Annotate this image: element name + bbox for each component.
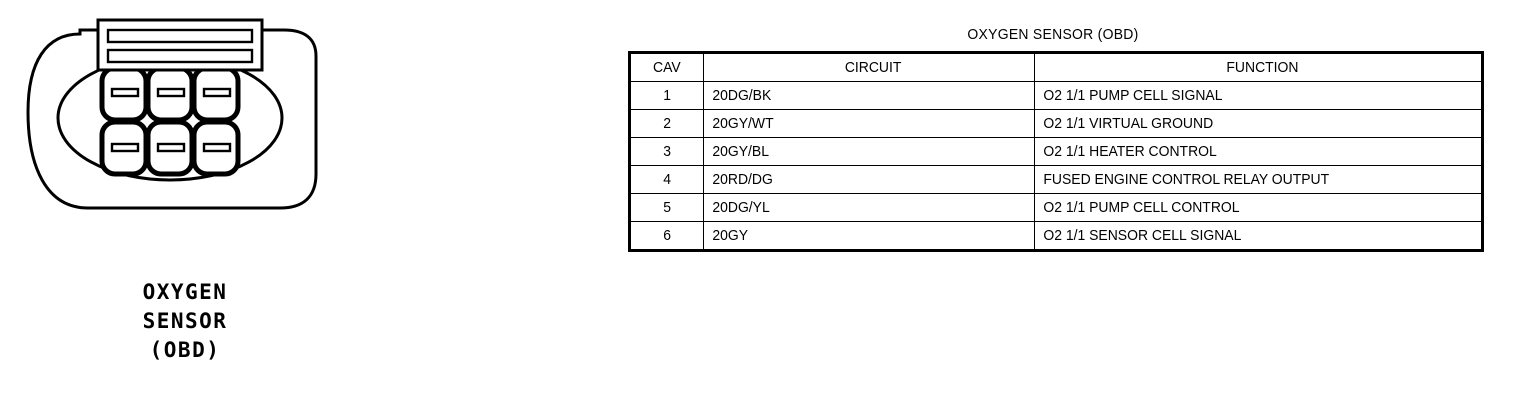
cell-function: O2 1/1 PUMP CELL CONTROL <box>1034 193 1483 222</box>
pinout-table: CAV CIRCUIT FUNCTION 1 20DG/BK O2 1/1 PU… <box>628 51 1484 252</box>
cell-function: O2 1/1 PUMP CELL SIGNAL <box>1034 81 1483 110</box>
cell-cav: 2 <box>629 109 704 138</box>
connector-diagram <box>26 18 318 210</box>
cavity-6 <box>191 119 241 177</box>
cell-cav: 3 <box>629 137 704 166</box>
cavity-3 <box>191 65 241 123</box>
connector-caption-line-3: (OBD) <box>149 338 221 362</box>
connector-latch <box>96 18 264 72</box>
table-row: 5 20DG/YL O2 1/1 PUMP CELL CONTROL <box>629 193 1483 222</box>
table-title: OXYGEN SENSOR (OBD) <box>967 26 1139 43</box>
cell-function: O2 1/1 HEATER CONTROL <box>1034 137 1483 166</box>
cell-cav: 6 <box>629 221 704 251</box>
cavity-6-slot <box>202 142 232 153</box>
cell-circuit: 20RD/DG <box>703 165 1035 194</box>
header-function: FUNCTION <box>1034 52 1483 82</box>
cavity-3-slot <box>202 87 232 98</box>
table-row: 4 20RD/DG FUSED ENGINE CONTROL RELAY OUT… <box>629 165 1483 194</box>
cell-circuit: 20DG/YL <box>703 193 1035 222</box>
table-row: 3 20GY/BL O2 1/1 HEATER CONTROL <box>629 137 1483 166</box>
table-header-row: CAV CIRCUIT FUNCTION <box>629 52 1483 82</box>
cell-circuit: 20DG/BK <box>703 81 1035 110</box>
cell-circuit: 20GY <box>703 221 1035 251</box>
cavity-1-slot <box>110 87 140 98</box>
header-circuit: CIRCUIT <box>703 52 1035 82</box>
cavity-4-slot <box>110 142 140 153</box>
cavity-5-slot <box>156 142 186 153</box>
cavity-grid <box>99 65 241 177</box>
cell-function: FUSED ENGINE CONTROL RELAY OUTPUT <box>1034 165 1483 194</box>
cell-cav: 1 <box>629 81 704 110</box>
cell-cav: 4 <box>629 165 704 194</box>
table-row: 1 20DG/BK O2 1/1 PUMP CELL SIGNAL <box>629 81 1483 110</box>
connector-caption: OXYGEN SENSOR (OBD) <box>60 278 310 365</box>
cavity-4 <box>99 119 149 177</box>
cell-function: O2 1/1 SENSOR CELL SIGNAL <box>1034 221 1483 251</box>
cavity-1 <box>99 65 149 123</box>
cavity-2-slot <box>156 87 186 98</box>
header-cav: CAV <box>629 52 704 82</box>
cell-circuit: 20GY/WT <box>703 109 1035 138</box>
cavity-5 <box>145 119 195 177</box>
connector-caption-line-1: OXYGEN <box>142 280 228 304</box>
connector-caption-line-2: SENSOR <box>142 309 228 333</box>
pinout-table-block: OXYGEN SENSOR (OBD) CAV CIRCUIT FUNCTION… <box>628 26 1484 252</box>
cell-function: O2 1/1 VIRTUAL GROUND <box>1034 109 1483 138</box>
cell-cav: 5 <box>629 193 704 222</box>
table-row: 6 20GY O2 1/1 SENSOR CELL SIGNAL <box>629 221 1483 251</box>
connector-figure: OXYGEN SENSOR (OBD) <box>0 0 400 412</box>
table-row: 2 20GY/WT O2 1/1 VIRTUAL GROUND <box>629 109 1483 138</box>
cavity-2 <box>145 65 195 123</box>
cell-circuit: 20GY/BL <box>703 137 1035 166</box>
